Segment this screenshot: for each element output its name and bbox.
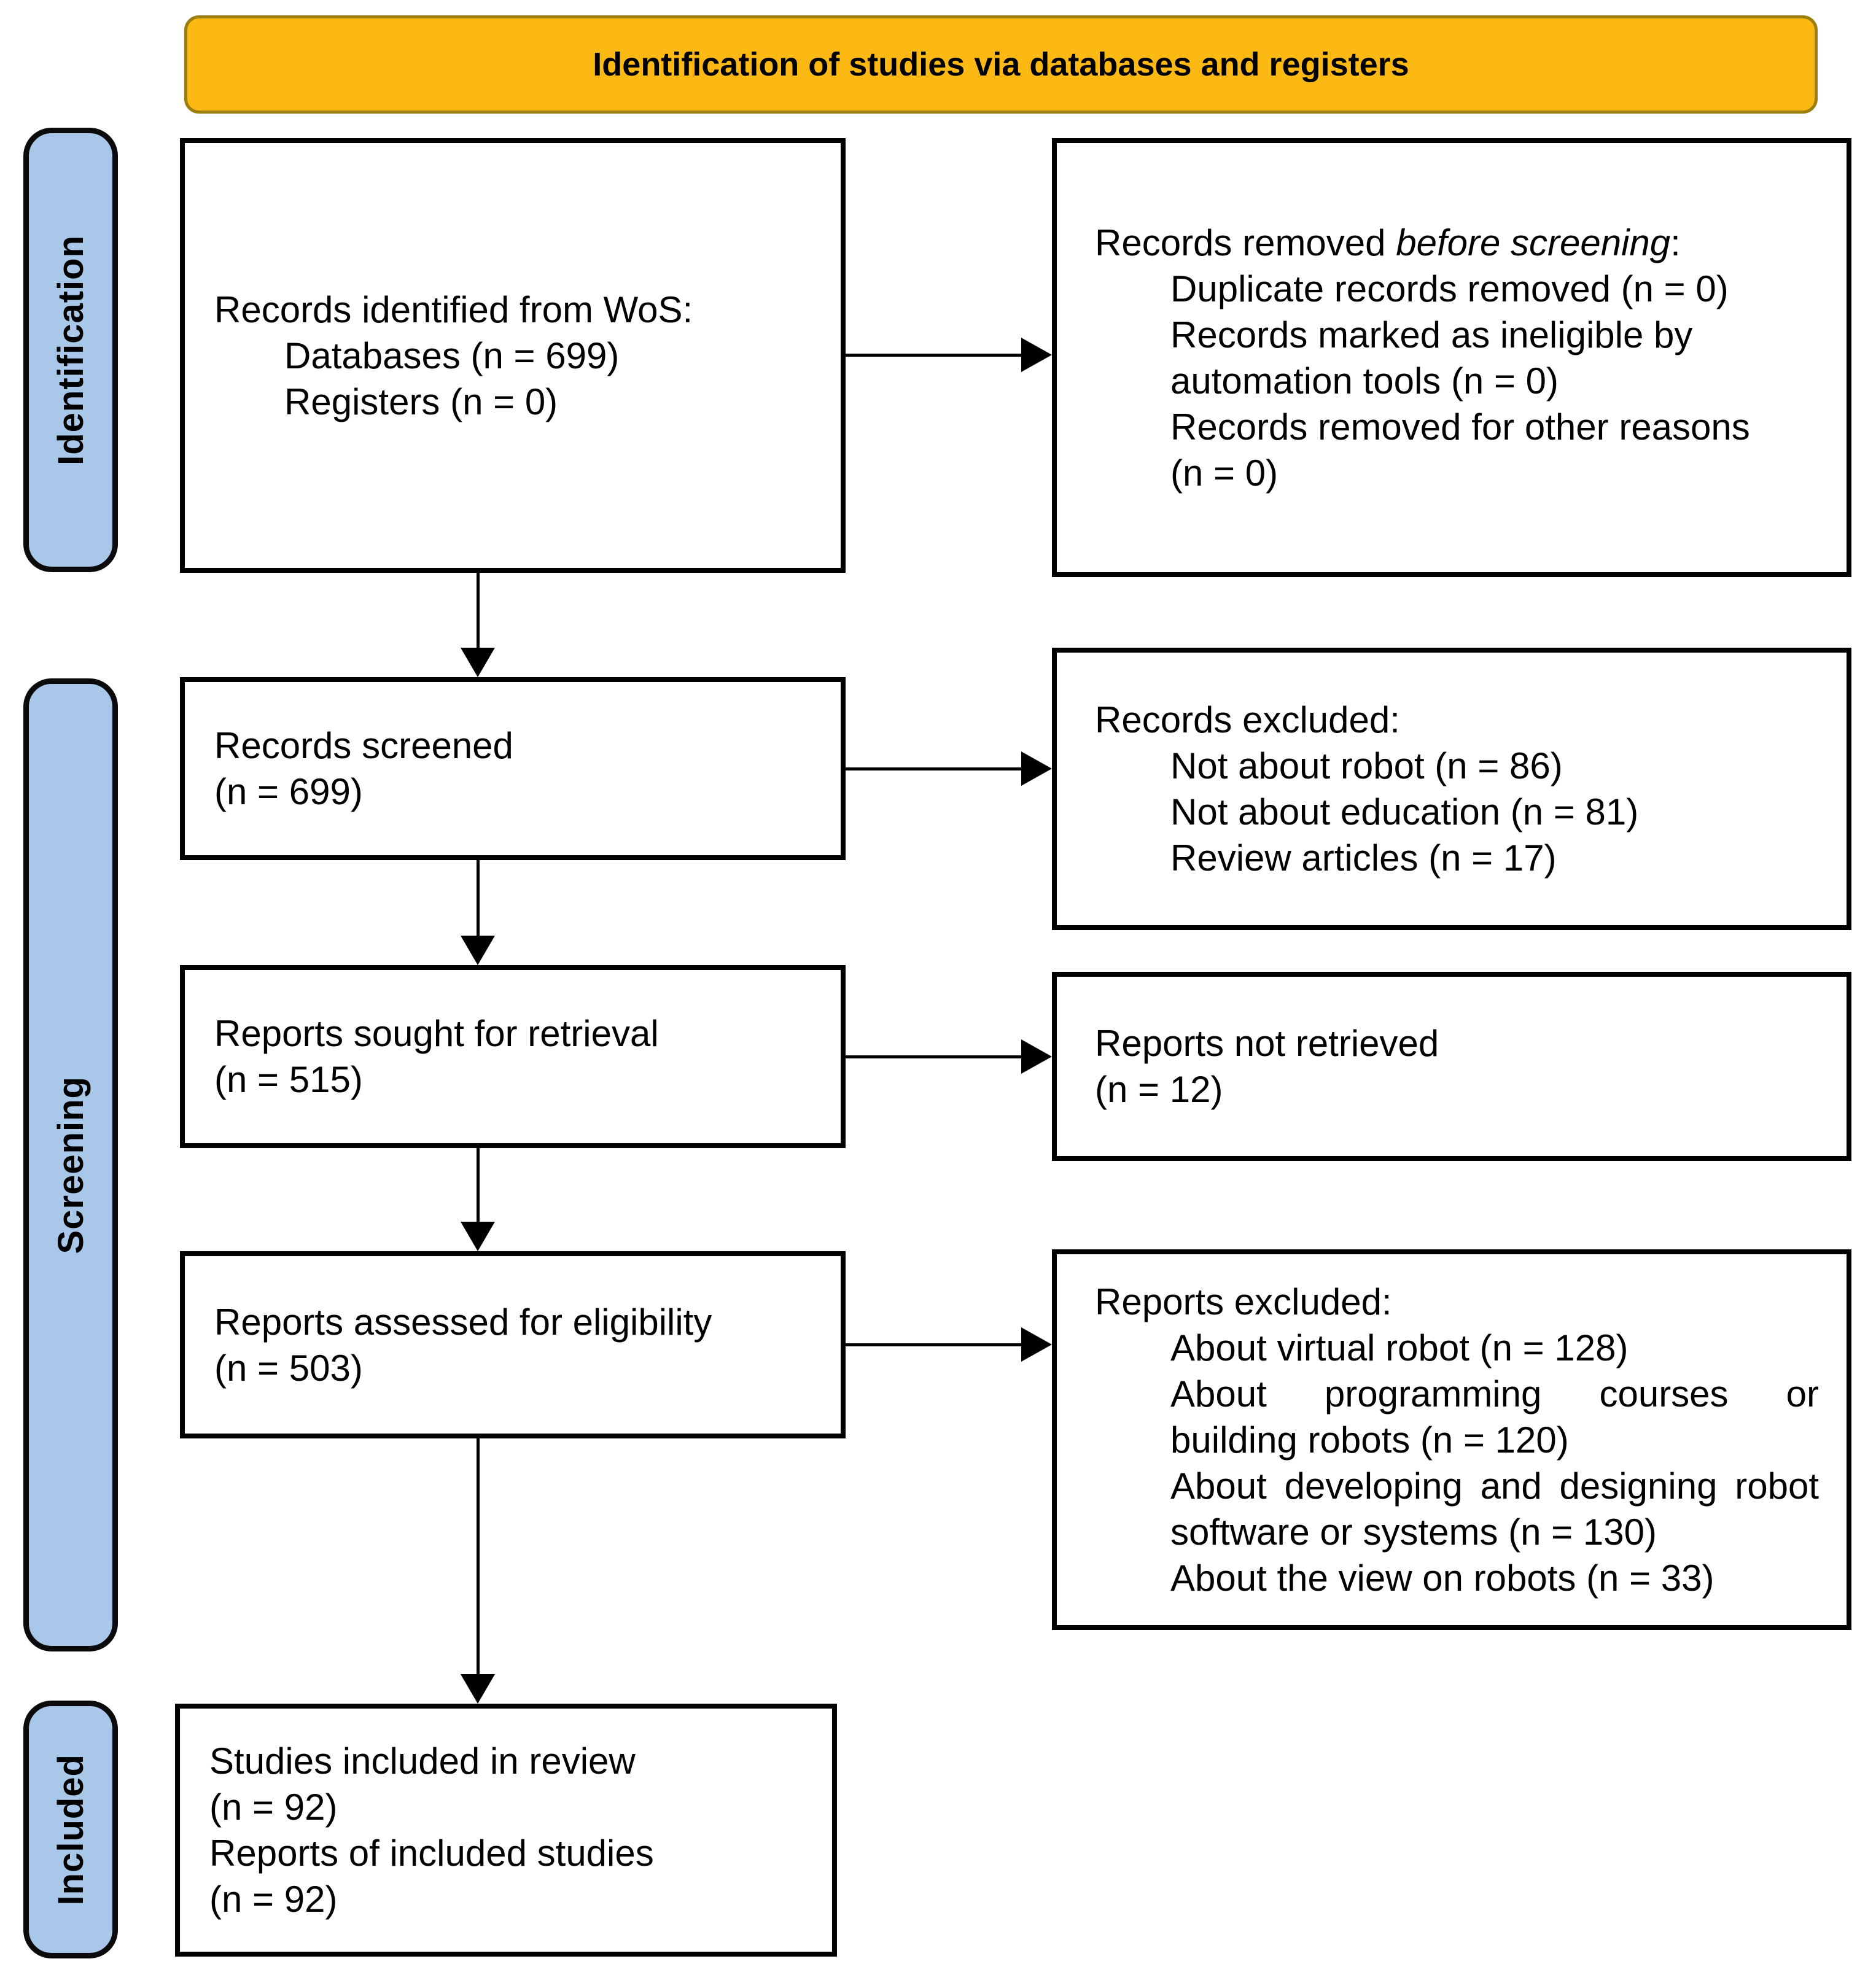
banner-title: Identification of studies via databases … xyxy=(593,46,1409,83)
box-records-excluded: Records excluded: Not about robot (n = 8… xyxy=(1052,648,1851,930)
records-removed-ineligible-line2: automation tools (n = 0) xyxy=(1170,360,1559,402)
reports-assessed-count: (n = 503) xyxy=(214,1347,363,1389)
records-identified-registers: Registers (n = 0) xyxy=(284,381,558,422)
arrow-stem xyxy=(476,1438,480,1674)
reports-assessed-line1: Reports assessed for eligibility xyxy=(214,1301,712,1343)
stage-label-screening: Screening xyxy=(23,678,118,1651)
records-excluded-not-education: Not about education (n = 81) xyxy=(1170,791,1639,832)
stage-label-identification: Identification xyxy=(23,128,118,572)
box-reports-excluded: Reports excluded: About virtual robot (n… xyxy=(1052,1249,1851,1630)
reports-excluded-developing-line2: software or systems (n = 130) xyxy=(1170,1511,1657,1553)
stage-label-screening-text: Screening xyxy=(50,1076,91,1254)
arrow-down-head-icon xyxy=(461,1674,495,1704)
studies-included-line1: Studies included in review xyxy=(209,1740,636,1782)
arrow-sought-to-assessed xyxy=(461,1148,495,1251)
studies-included-count2: (n = 92) xyxy=(209,1879,338,1920)
arrow-right-head-icon xyxy=(1021,1039,1052,1074)
reports-excluded-programming-line2: building robots (n = 120) xyxy=(1170,1419,1569,1461)
arrow-assessed-to-reports-excluded xyxy=(846,1327,1052,1362)
arrow-stem xyxy=(476,1148,480,1222)
arrow-sought-to-not-retrieved xyxy=(846,1039,1052,1074)
arrow-down-head-icon xyxy=(461,1222,495,1251)
stage-label-identification-text: Identification xyxy=(50,235,91,465)
records-excluded-not-robot: Not about robot (n = 86) xyxy=(1170,745,1563,786)
arrow-stem xyxy=(846,1055,1021,1058)
arrow-down-head-icon xyxy=(461,936,495,965)
stage-label-included-text: Included xyxy=(50,1753,91,1906)
box-records-identified: Records identified from WoS: Databases (… xyxy=(180,138,846,573)
arrow-assessed-to-included xyxy=(461,1438,495,1704)
records-removed-ineligible-line1: Records marked as ineligible by xyxy=(1170,314,1693,355)
records-removed-duplicates: Duplicate records removed (n = 0) xyxy=(1170,268,1729,309)
arrow-stem xyxy=(846,353,1021,357)
reports-excluded-view-on-robots: About the view on robots (n = 33) xyxy=(1170,1557,1714,1599)
box-records-screened: Records screened (n = 699) xyxy=(180,677,846,860)
records-screened-count: (n = 699) xyxy=(214,771,363,812)
records-removed-title-suffix: : xyxy=(1670,222,1681,263)
reports-sought-line1: Reports sought for retrieval xyxy=(214,1013,659,1054)
reports-sought-count: (n = 515) xyxy=(214,1059,363,1100)
arrow-stem xyxy=(846,767,1021,770)
box-records-removed: Records removed before screening: Duplic… xyxy=(1052,138,1851,577)
arrow-identified-to-removed xyxy=(846,338,1052,372)
box-reports-sought: Reports sought for retrieval (n = 515) xyxy=(180,965,846,1148)
arrow-right-head-icon xyxy=(1021,1327,1052,1362)
records-removed-title-italic: before screening xyxy=(1396,222,1671,263)
records-removed-other-line1: Records removed for other reasons xyxy=(1170,406,1750,448)
stage-label-included: Included xyxy=(23,1701,118,1958)
arrow-stem xyxy=(846,1343,1021,1346)
arrow-stem xyxy=(476,860,480,936)
records-removed-other-line2: (n = 0) xyxy=(1170,452,1279,494)
records-removed-title-prefix: Records removed xyxy=(1095,222,1396,263)
box-reports-assessed: Reports assessed for eligibility (n = 50… xyxy=(180,1251,846,1438)
box-reports-not-retrieved: Reports not retrieved (n = 12) xyxy=(1052,972,1851,1161)
reports-not-retrieved-count: (n = 12) xyxy=(1095,1069,1223,1110)
arrow-right-head-icon xyxy=(1021,338,1052,372)
reports-excluded-virtual-robot: About virtual robot (n = 128) xyxy=(1170,1327,1629,1368)
arrow-down-head-icon xyxy=(461,648,495,677)
reports-not-retrieved-line1: Reports not retrieved xyxy=(1095,1023,1439,1064)
studies-included-line3: Reports of included studies xyxy=(209,1833,654,1874)
reports-excluded-title: Reports excluded: xyxy=(1095,1281,1392,1322)
reports-excluded-developing-line1: About developing and designing robot xyxy=(1170,1465,1819,1507)
records-identified-title: Records identified from WoS: xyxy=(214,289,693,330)
records-screened-line1: Records screened xyxy=(214,725,513,766)
arrow-identified-to-screened xyxy=(461,573,495,677)
arrow-screened-to-sought xyxy=(461,860,495,965)
records-excluded-review-articles: Review articles (n = 17) xyxy=(1170,837,1557,879)
reports-excluded-programming-line1: About programming courses or xyxy=(1170,1373,1819,1414)
records-removed-title: Records removed before screening: xyxy=(1095,220,1847,266)
box-studies-included: Studies included in review (n = 92) Repo… xyxy=(175,1704,837,1957)
arrow-screened-to-excluded xyxy=(846,751,1052,786)
arrow-stem xyxy=(476,573,480,648)
banner: Identification of studies via databases … xyxy=(184,15,1818,114)
studies-included-count1: (n = 92) xyxy=(209,1787,338,1828)
arrow-right-head-icon xyxy=(1021,751,1052,786)
records-identified-databases: Databases (n = 699) xyxy=(284,335,620,376)
records-excluded-title: Records excluded: xyxy=(1095,699,1400,740)
